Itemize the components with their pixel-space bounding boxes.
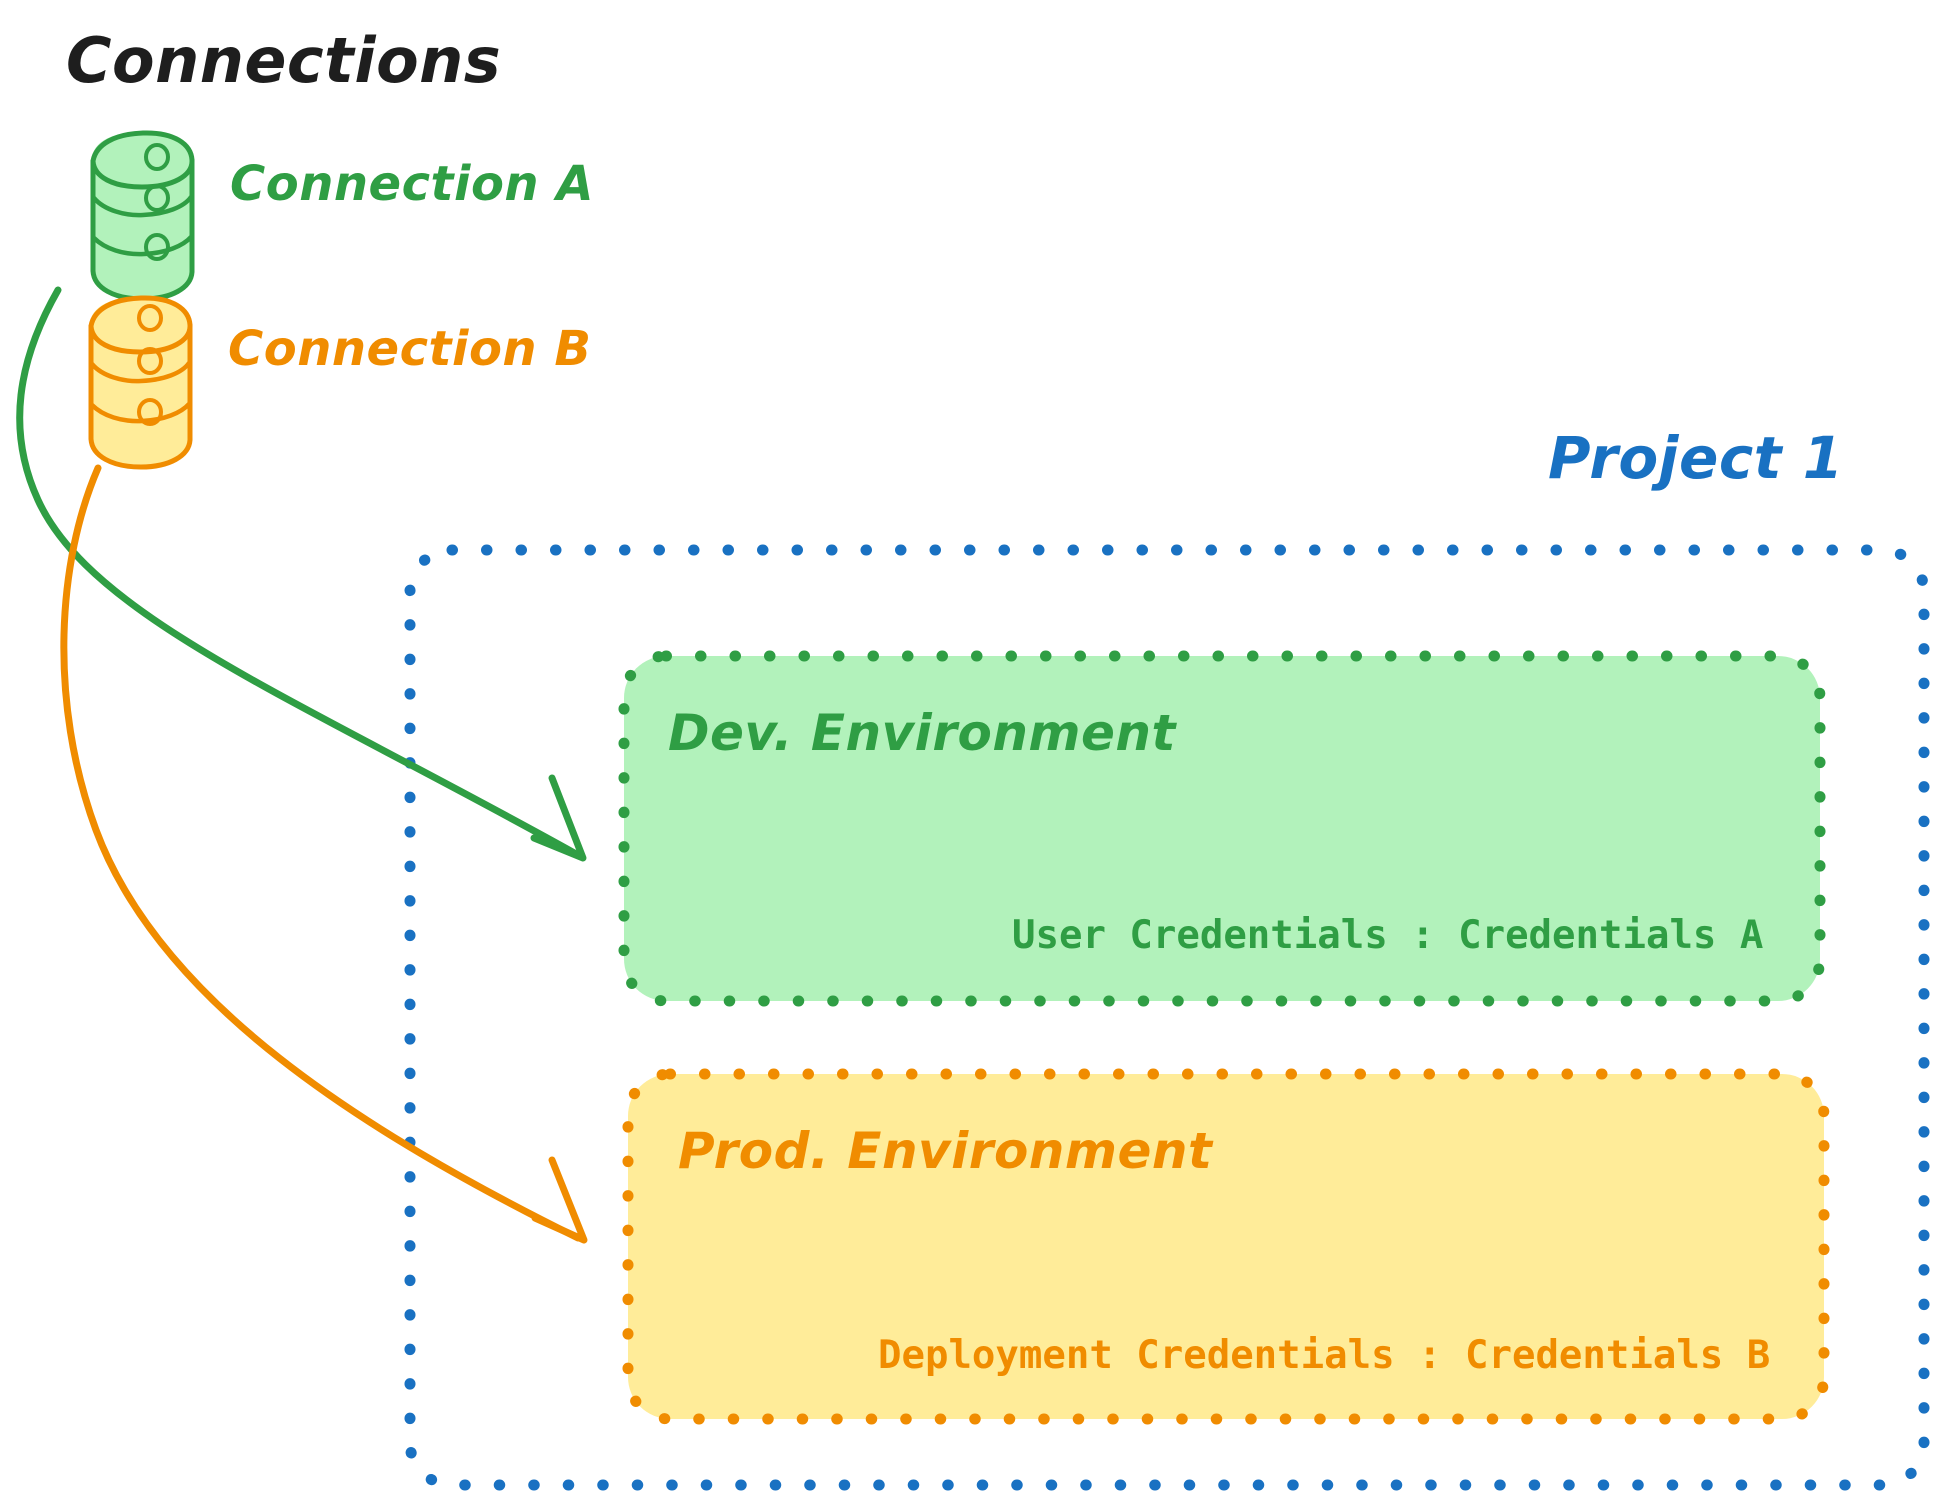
page-title: Connections bbox=[66, 24, 501, 97]
connection-a-label: Connection A bbox=[230, 156, 594, 212]
dev-environment-credentials: User Credentials : Credentials A bbox=[1012, 913, 1763, 958]
cylinder-light-2-icon bbox=[144, 184, 170, 212]
arrowhead bbox=[531, 1156, 588, 1244]
cylinder-light-1-icon bbox=[144, 143, 170, 171]
connection-b-label: Connection B bbox=[228, 321, 591, 377]
cylinder-light-2-icon bbox=[137, 347, 163, 375]
arrow-path bbox=[60, 464, 582, 1242]
dev-environment-title: Dev. Environment bbox=[668, 704, 1178, 762]
cylinder-top-ellipse-icon bbox=[90, 130, 195, 190]
cylinder-body-icon bbox=[88, 322, 193, 470]
project-label: Project 1 bbox=[1548, 424, 1844, 492]
arrow-connection-b-to-prod bbox=[60, 464, 588, 1244]
cylinder-divider-1-icon bbox=[89, 360, 192, 384]
prod-environment-box[interactable] bbox=[622, 1068, 1830, 1425]
prod-environment-credentials: Deployment Credentials : Credentials B bbox=[878, 1333, 1770, 1378]
connection-a-icon-group[interactable] bbox=[90, 130, 195, 302]
cylinder-divider-1-icon bbox=[91, 194, 194, 218]
connection-b-icon-group[interactable] bbox=[88, 295, 193, 470]
cylinder-light-3-icon bbox=[137, 398, 163, 426]
cylinder-light-1-icon bbox=[137, 304, 163, 332]
arrowhead bbox=[530, 774, 587, 862]
prod-environment-title: Prod. Environment bbox=[678, 1122, 1214, 1180]
cylinder-light-3-icon bbox=[144, 233, 170, 261]
dev-environment-box[interactable] bbox=[618, 650, 1826, 1007]
cylinder-divider-2-icon bbox=[91, 234, 194, 257]
